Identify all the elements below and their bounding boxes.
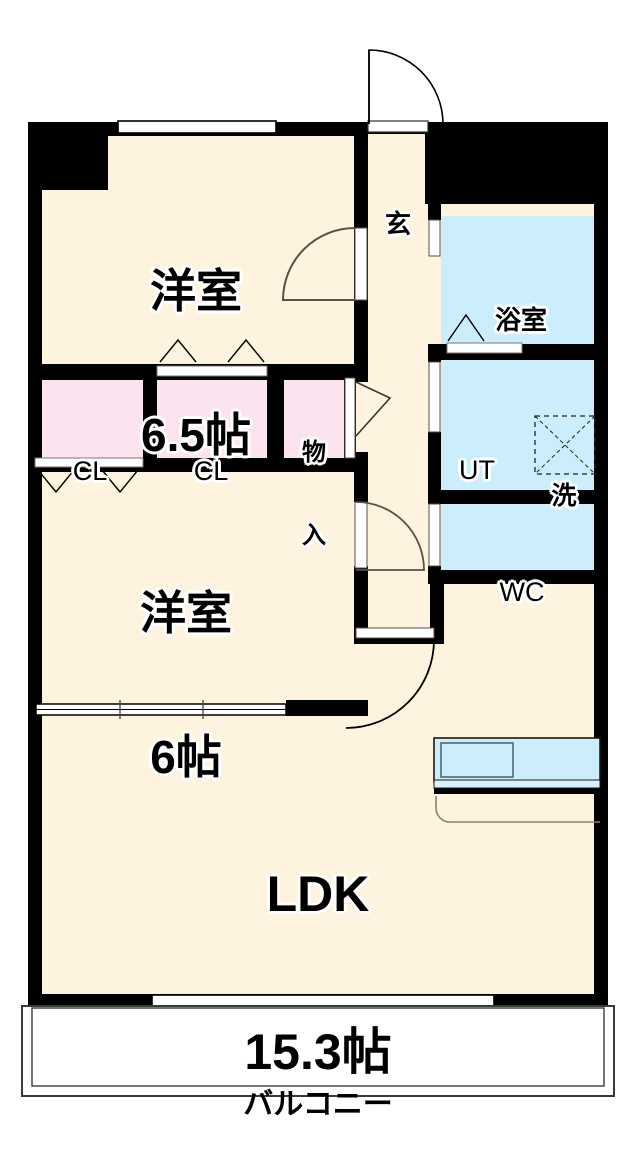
- wall-hall-left-lower2: [354, 566, 368, 644]
- balcony-inner: [31, 1007, 605, 1087]
- closet1-fold-arrow-left: [37, 469, 75, 494]
- sliding-doors-bed2-ldk: [35, 700, 287, 719]
- opening-entry-door: [367, 120, 429, 133]
- entry-door-swing: [368, 49, 444, 125]
- wall-wet-left-upper: [428, 196, 441, 220]
- closet2-fold-arrow-right: [227, 338, 265, 363]
- kitchen-counter: [433, 737, 601, 789]
- wall-top-right-block: [425, 122, 608, 204]
- closet2-door-panel: [156, 365, 268, 377]
- opening-bed1-door: [354, 227, 368, 301]
- floor-fills: [28, 122, 608, 1008]
- bed2-door-swing: [355, 501, 425, 571]
- opening-genkan-corridor: [428, 219, 441, 257]
- bath-door-panel: [446, 342, 523, 354]
- wall-wc-bottom: [428, 570, 608, 584]
- opening-ut-door: [428, 361, 441, 433]
- opening-bed2-door: [354, 501, 368, 569]
- closet1-fold-arrow-right: [101, 469, 139, 494]
- monoire-door-arrow: [355, 381, 392, 437]
- closet1-door-panel: [34, 457, 144, 468]
- wall-left-exterior: [28, 122, 42, 1008]
- wall-bed2-bottom-stub: [286, 700, 368, 716]
- bed1-door-swing: [281, 227, 356, 301]
- floor-wc: [441, 500, 608, 576]
- openings: [34, 49, 523, 1008]
- floor-yokushitsu: [441, 216, 608, 344]
- kitchen-counter-edge: [435, 796, 600, 823]
- wall-ut-bottom: [428, 490, 608, 504]
- wall-closet-div-2: [267, 364, 284, 460]
- wall-wet-left-mid2: [428, 432, 441, 504]
- floor-ut: [441, 352, 608, 492]
- opening-bed2-door-threshold: [355, 627, 435, 639]
- floor-closet-2: [157, 378, 267, 458]
- closet2-fold-arrow-left: [159, 338, 197, 363]
- wall-closet-bottom: [143, 458, 356, 472]
- floor-closet-1: [35, 378, 143, 458]
- wall-hall-left-lower: [354, 452, 368, 502]
- hall-ldk-door-swing: [345, 639, 435, 729]
- wall-right-exterior: [594, 122, 608, 1008]
- wall-closet1-bottom-thin: [28, 466, 143, 472]
- window-bedroom-65: [117, 120, 277, 134]
- washing-machine-pan: [534, 415, 596, 475]
- fixtures: [433, 415, 601, 823]
- opening-wc-door: [428, 503, 441, 567]
- opening-monoire-door: [344, 377, 356, 459]
- bath-door-fold-arrow: [447, 313, 485, 342]
- wall-closet-div-1: [143, 364, 157, 460]
- outlines: [21, 1005, 615, 1097]
- floor-monoire: [284, 378, 344, 458]
